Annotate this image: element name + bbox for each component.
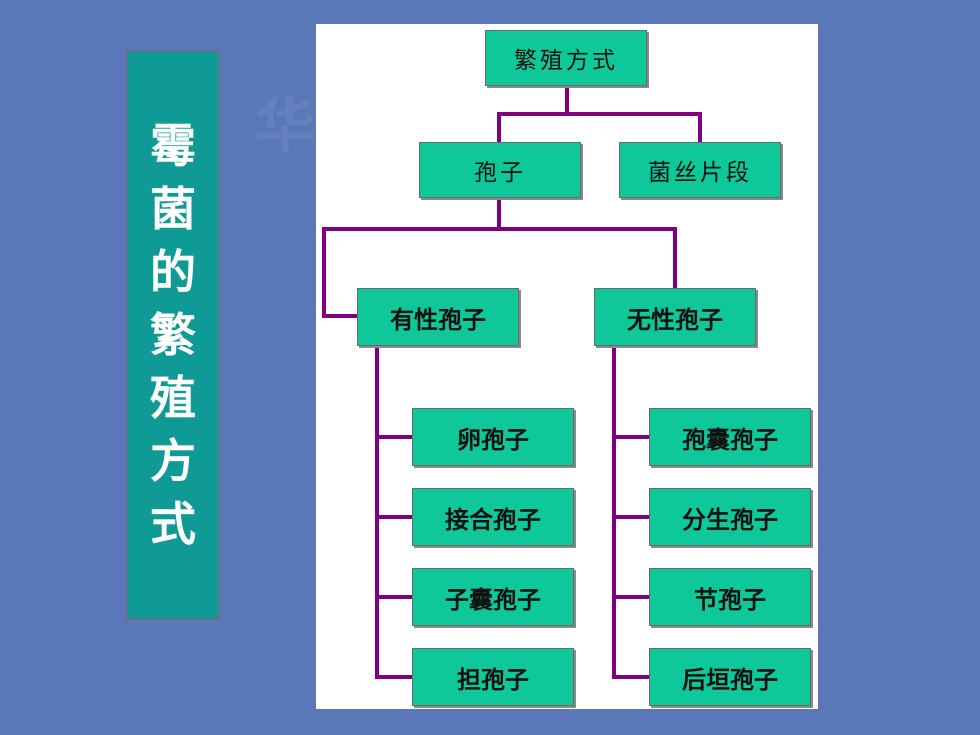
node-sexual-child: 卵孢子 xyxy=(412,408,574,466)
side-title-char: 繁 xyxy=(150,307,196,362)
node-sexual-child: 子囊孢子 xyxy=(412,568,574,626)
side-title-char: 式 xyxy=(150,496,196,551)
node-sexual-spore: 有性孢子 xyxy=(357,288,519,346)
node-asexual-spore: 无性孢子 xyxy=(594,288,756,346)
side-title-char: 菌 xyxy=(150,181,196,236)
node-root: 繁殖方式 xyxy=(485,30,647,86)
node-sexual-child: 接合孢子 xyxy=(412,488,574,546)
node-hypha-fragment: 菌丝片段 xyxy=(619,142,781,198)
node-sexual-child: 担孢子 xyxy=(412,648,574,706)
side-title-char: 殖 xyxy=(150,370,196,425)
diagram-panel: 繁殖方式 孢子 菌丝片段 有性孢子 无性孢子 卵孢子 接合孢子 子囊孢子 担孢子… xyxy=(316,24,818,709)
node-asexual-child: 分生孢子 xyxy=(649,488,811,546)
node-asexual-child: 节孢子 xyxy=(649,568,811,626)
watermark: 华 xyxy=(255,92,315,162)
connector-lines xyxy=(322,84,702,679)
side-title-panel: 霉 菌 的 繁 殖 方 式 xyxy=(126,50,220,620)
node-asexual-child: 后垣孢子 xyxy=(649,648,811,706)
side-title-char: 方 xyxy=(150,433,196,488)
side-title-char: 的 xyxy=(150,244,196,299)
node-asexual-child: 孢囊孢子 xyxy=(649,408,811,466)
node-spore: 孢子 xyxy=(419,142,581,198)
side-title-char: 霉 xyxy=(150,118,196,173)
